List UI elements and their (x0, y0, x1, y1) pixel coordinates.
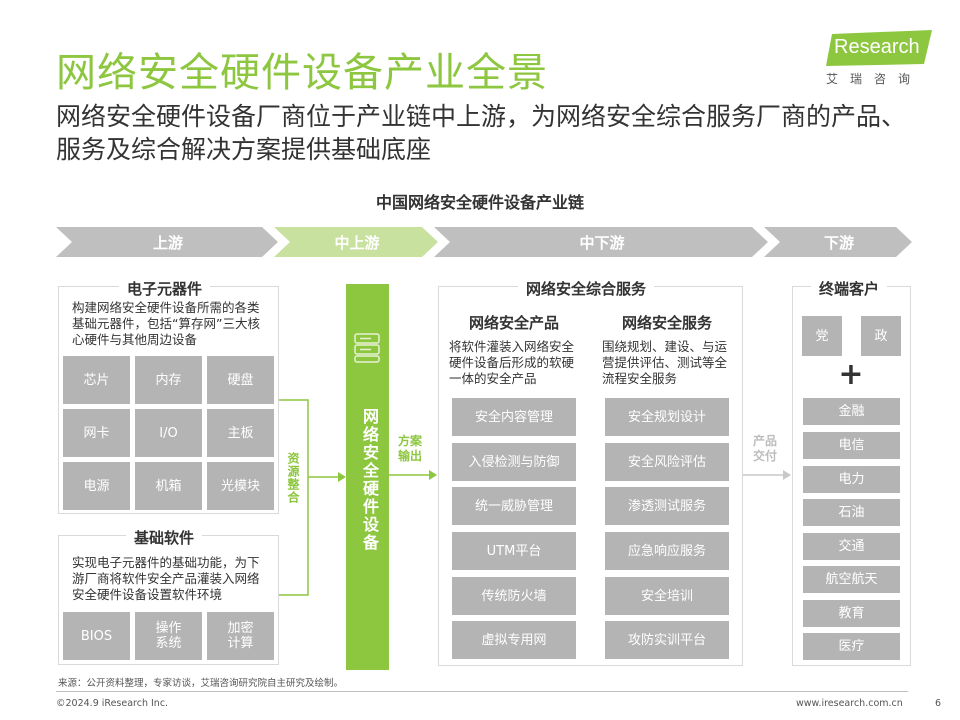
component-cell: 电源 (63, 462, 130, 510)
product-item: 传统防火墙 (452, 577, 576, 615)
product-item: 虚拟专用网 (452, 621, 576, 659)
component-cell: 光模块 (207, 462, 274, 510)
customer-sector: 电信 (803, 432, 900, 459)
page-title: 网络安全硬件设备产业全景 (56, 50, 548, 96)
customer-party: 党 (802, 316, 842, 356)
plus-icon: + (838, 357, 864, 392)
service-item: 渗透测试服务 (605, 487, 729, 525)
iresearch-logo: i Research 艾瑞咨询 (818, 30, 938, 90)
software-heading: 基础软件 (126, 527, 203, 548)
product-item: 入侵检测与防御 (452, 443, 576, 481)
stage-arrow-mid-upstream (274, 227, 438, 257)
stage-arrows (56, 227, 912, 257)
stage-arrow-downstream (764, 227, 912, 257)
service-item: 安全风险评估 (605, 443, 729, 481)
component-cell: 机箱 (135, 462, 202, 510)
services-heading: 网络安全综合服务 (518, 278, 655, 299)
stage-label-mid-downstream: 中下游 (579, 233, 625, 252)
software-cell: 操作系统 (135, 612, 202, 660)
hardware-device-bar (346, 284, 389, 670)
component-cell: I/O (135, 409, 202, 457)
component-cell: 内存 (135, 356, 202, 404)
logo-cn-name: 艾瑞咨询 (826, 72, 923, 86)
software-cell: 加密计算 (207, 612, 274, 660)
service-item: 应急响应服务 (605, 532, 729, 570)
product-delivery-arrow (743, 470, 791, 480)
stage-label-downstream: 下游 (823, 233, 854, 252)
service-item: 安全培训 (605, 577, 729, 615)
software-cell: BIOS (63, 612, 130, 660)
hardware-device-label: 网络安全硬件设备 (360, 408, 379, 552)
customer-sector: 交通 (803, 533, 900, 560)
component-cell: 主板 (207, 409, 274, 457)
website-url: www.iresearch.com.cn (796, 698, 903, 709)
product-item: 安全内容管理 (452, 398, 576, 436)
customer-sector: 医疗 (803, 633, 900, 660)
stage-label-mid-upstream: 中上游 (334, 233, 380, 252)
customer-sector: 航空航天 (803, 566, 900, 593)
customer-government: 政 (861, 316, 901, 356)
component-cell: 硬盘 (207, 356, 274, 404)
customers-heading: 终端客户 (811, 278, 888, 299)
products-heading: 网络安全产品 (468, 314, 559, 332)
customer-sector: 石油 (803, 499, 900, 526)
resource-bracket (279, 399, 346, 596)
component-cell: 芯片 (63, 356, 130, 404)
product-item: UTM平台 (452, 532, 576, 570)
customer-sector: 教育 (803, 600, 900, 627)
customer-sector: 电力 (803, 466, 900, 493)
page-number: 6 (935, 698, 942, 709)
stage-arrow-upstream (56, 227, 278, 257)
chain-title: 中国网络安全硬件设备产业链 (375, 193, 584, 212)
component-cell: 网卡 (63, 409, 130, 457)
service-item: 攻防实训平台 (605, 621, 729, 659)
page-subtitle: 网络安全硬件设备厂商位于产业链中上游，为网络安全综合服务厂商的产品、服务及综合解… (56, 102, 907, 164)
resource-integration-label: 资源整合 (286, 452, 300, 504)
copyright: ©2024.9 iResearch Inc. (56, 698, 169, 709)
customer-sector: 金融 (803, 398, 900, 425)
software-desc: 实现电子元器件的基础功能，为下游厂商将软件安全产品灌装入网络安全硬件设备设置软件… (72, 555, 260, 602)
product-item: 统一威胁管理 (452, 487, 576, 525)
logo-brand: Research (834, 36, 920, 58)
source-note: 来源：公开资料整理，专家访谈，艾瑞咨询研究院自主研究及绘制。 (58, 678, 344, 689)
service-item: 安全规划设计 (605, 398, 729, 436)
components-desc: 构建网络安全硬件设备所需的各类基础元器件，包括“算存网”三大核心硬件与其他周边设… (72, 300, 260, 347)
logo-i: i (824, 36, 829, 58)
products-desc: 将软件灌装入网络安全硬件设备后形成的软硬一体的安全产品 (449, 339, 575, 386)
footer-divider (56, 691, 908, 692)
server-stack-icon (354, 333, 380, 363)
stage-label-upstream: 上游 (152, 233, 183, 252)
stage-arrow-mid-downstream (434, 227, 768, 257)
components-heading: 电子元器件 (119, 278, 211, 299)
logo-banner-icon (826, 30, 932, 66)
service-heading: 网络安全服务 (621, 314, 712, 332)
service-desc: 围绕规划、建设、与运营提供评估、测试等全流程安全服务 (602, 339, 728, 386)
solution-output-arrow (389, 470, 437, 480)
product-delivery-label: 产品交付 (753, 434, 778, 463)
solution-output-label: 方案输出 (398, 434, 423, 463)
